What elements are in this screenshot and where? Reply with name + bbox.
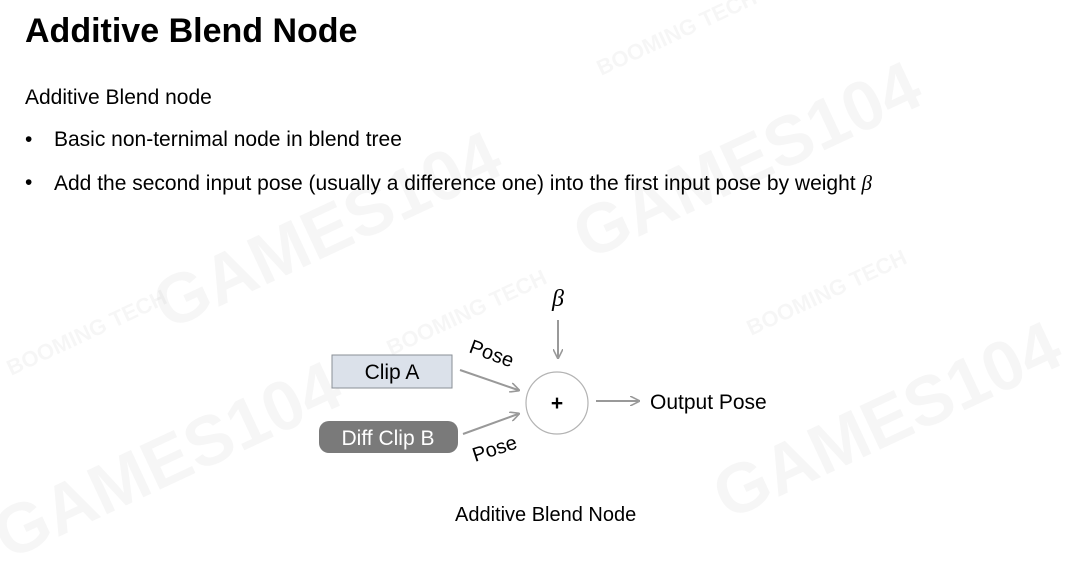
weight-beta-label: β — [551, 286, 564, 312]
clip-a-box — [331, 354, 453, 389]
edge-label-pose-b: Pose — [470, 432, 520, 467]
edge-label-pose-a: Pose — [466, 336, 516, 372]
page-title: Additive Blend Node — [25, 12, 358, 50]
operator-circle — [525, 371, 589, 435]
bullet-text-main: Add the second input pose (usually a dif… — [54, 172, 856, 195]
bullet-item: • Basic non-ternimal node in blend tree — [25, 128, 402, 152]
bullet-dot-icon: • — [25, 128, 33, 151]
diff-clip-b-label: Diff Clip B — [342, 427, 435, 450]
bullet-dot-icon: • — [25, 171, 33, 194]
diff-clip-b-box — [319, 421, 458, 453]
plus-operator-icon: + — [551, 392, 563, 415]
diff-clip-b-node: Diff Clip B — [319, 421, 458, 453]
arrow-clip-a — [459, 369, 518, 390]
beta-symbol: β — [861, 171, 872, 195]
clip-a-label: Clip A — [365, 361, 420, 384]
clip-a-node: Clip A — [331, 354, 453, 389]
bullet-text: Add the second input pose (usually a dif… — [54, 171, 872, 196]
bullet-item: • Add the second input pose (usually a d… — [25, 171, 872, 196]
diagram-caption: Additive Blend Node — [455, 504, 637, 526]
arrow-clip-b — [462, 414, 518, 435]
subtitle: Additive Blend node — [25, 86, 212, 109]
output-pose-label: Output Pose — [650, 391, 767, 414]
bullet-text: Basic non-ternimal node in blend tree — [54, 128, 402, 151]
